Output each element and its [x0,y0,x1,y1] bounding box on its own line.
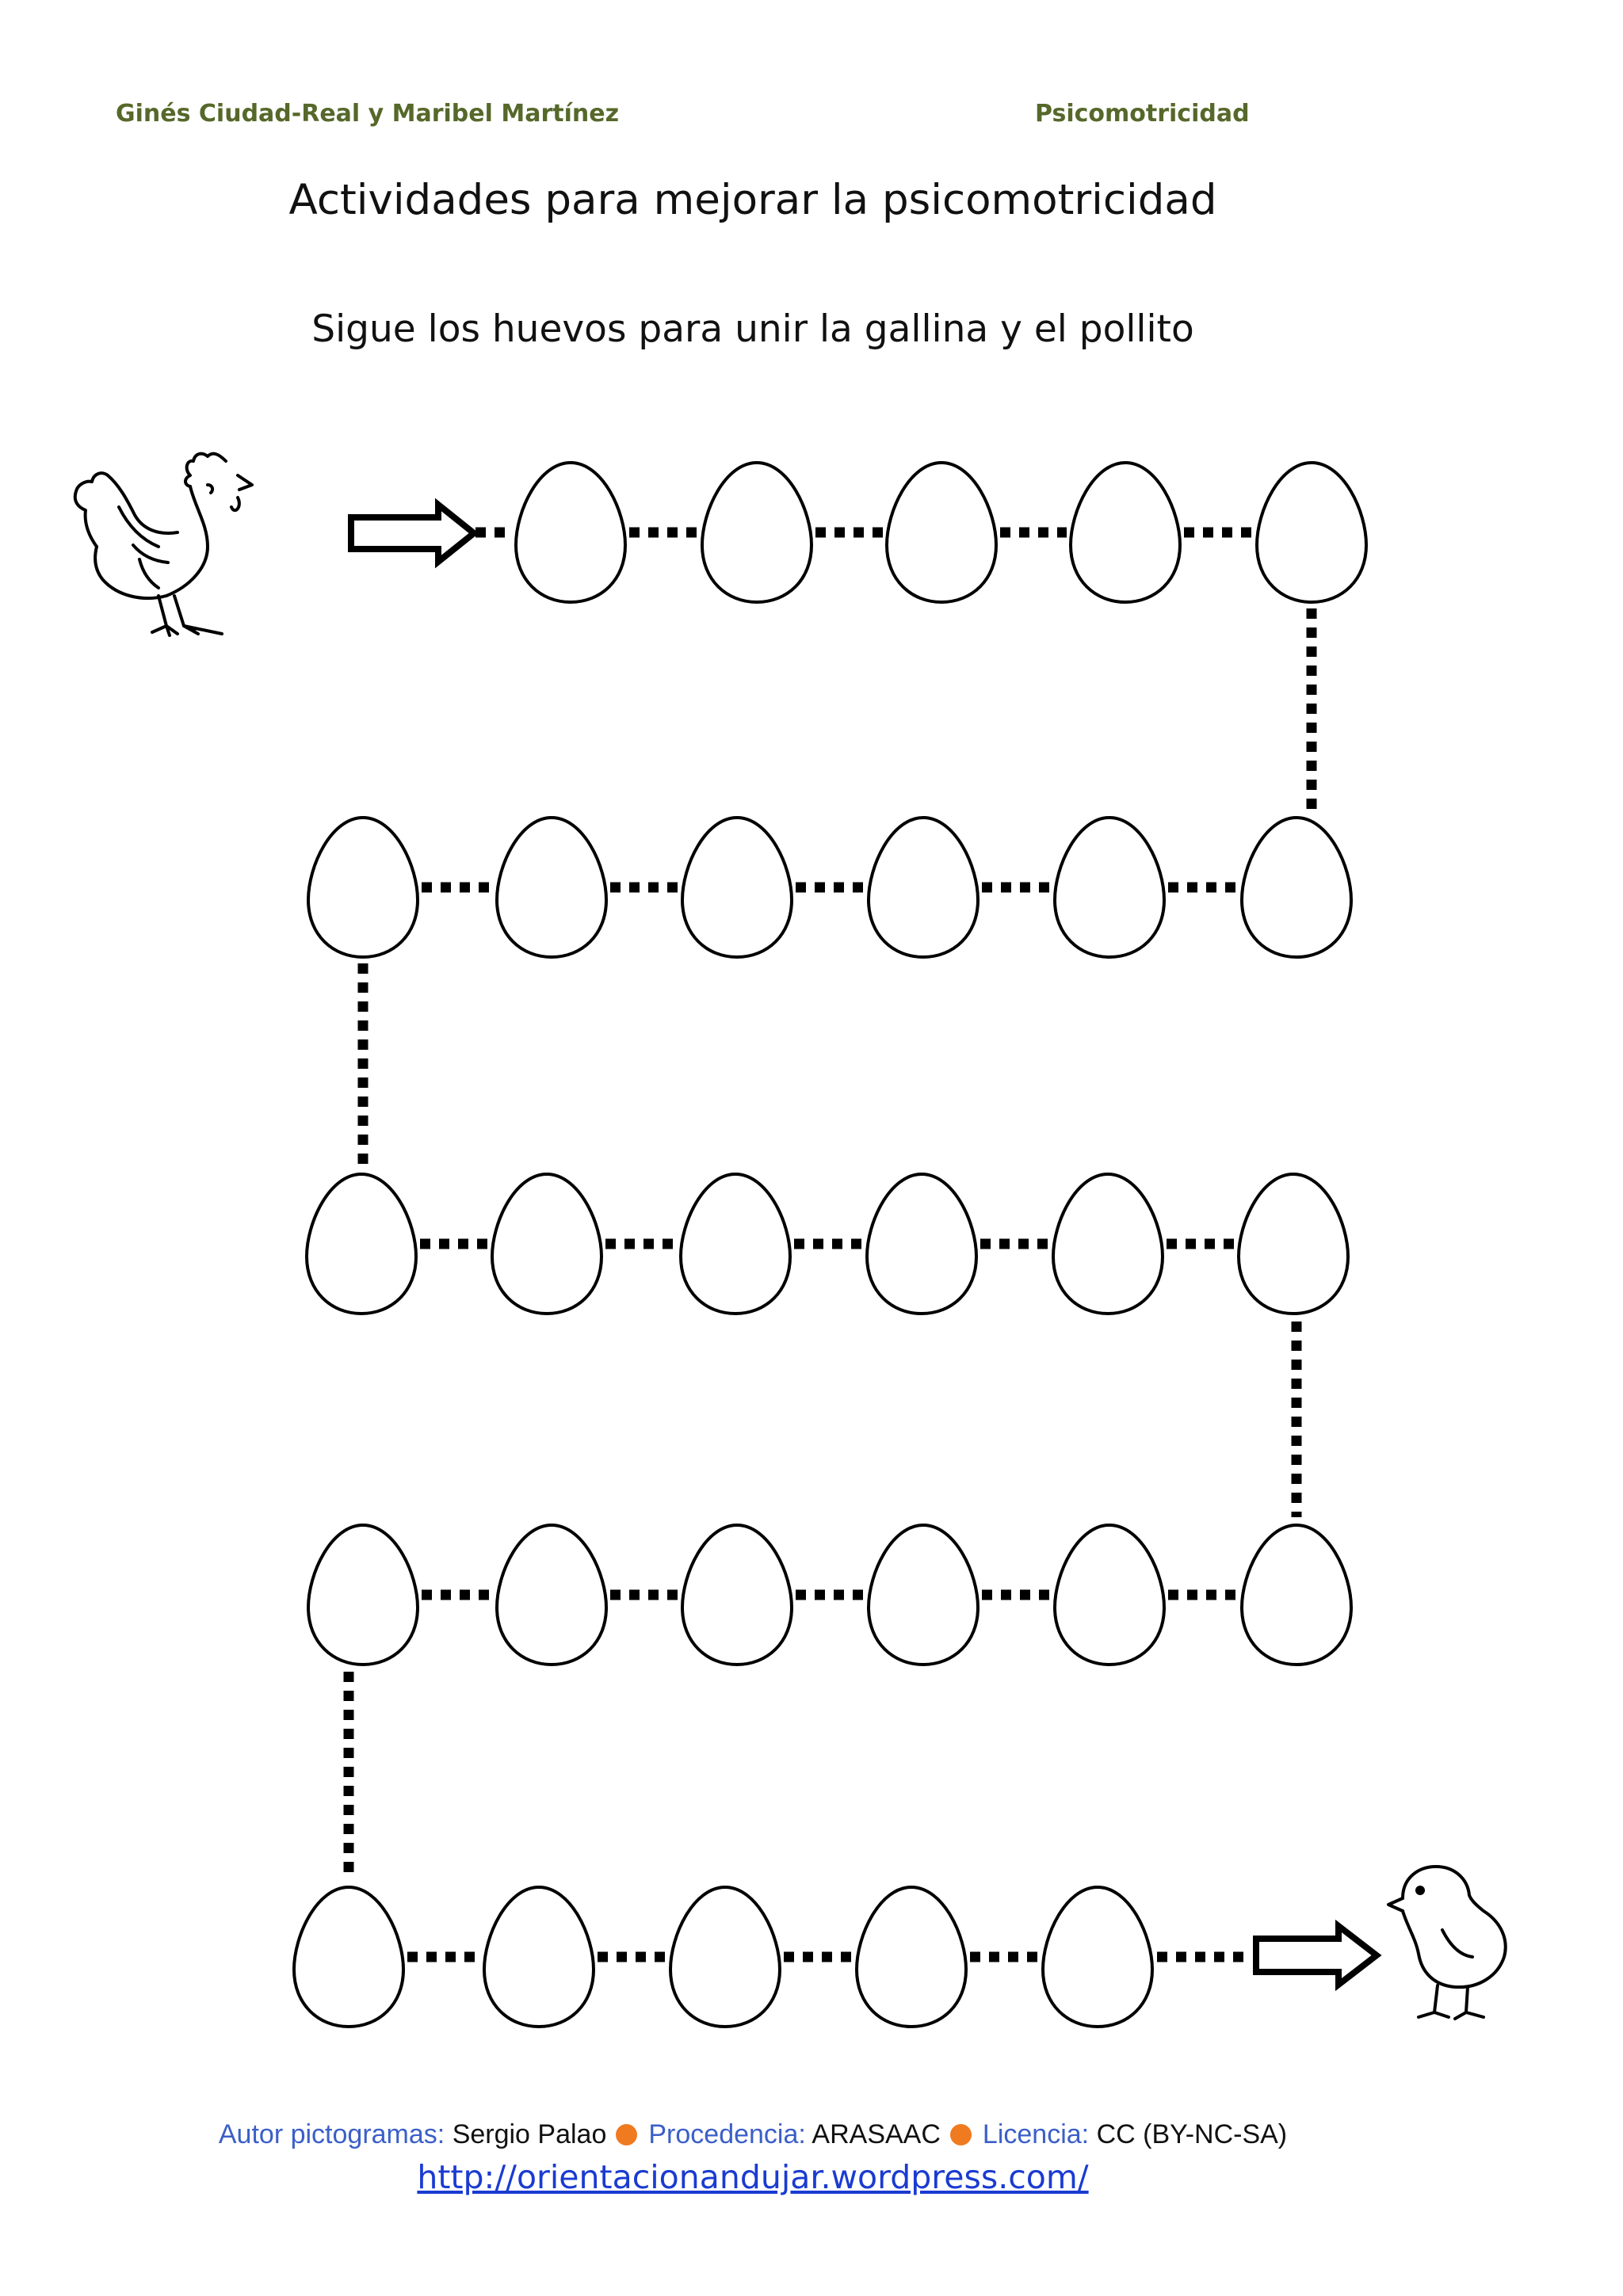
egg-icon [1237,1173,1350,1315]
credits-line: Autor pictogramas: Sergio Palao Procedenc… [0,2119,1506,2150]
bullet-icon [616,2124,638,2145]
credit-source-label: Procedencia: [648,2119,806,2149]
egg-icon [307,816,419,959]
credit-author-label: Autor pictogramas: [218,2119,445,2149]
egg-icon [855,1886,968,2028]
egg-icon [292,1886,405,2028]
site-url-link[interactable]: http://orientacionandujar.wordpress.com/ [417,2158,1089,2196]
page-title: Actividades para mejorar la psicomotrici… [288,176,1217,224]
egg-icon [669,1886,781,2028]
egg-icon [495,1524,608,1666]
egg-icon [1255,461,1368,604]
egg-icon [1240,1524,1353,1666]
credit-author-value: Sergio Palao [452,2119,607,2149]
egg-icon [483,1886,595,2028]
credit-license-value: CC (BY-NC-SA) [1096,2119,1288,2149]
egg-icon [1053,1524,1166,1666]
egg-icon [867,1524,980,1666]
bullet-icon [949,2124,972,2145]
egg-icon [1053,816,1166,959]
instruction-text: Sigue los huevos para unir la gallina y … [311,307,1194,351]
egg-icon [495,816,608,959]
egg-icon [867,816,980,959]
egg-icon [305,1173,418,1315]
egg-icon [865,1173,978,1315]
header-authors: Ginés Ciudad-Real y Maribel Martínez [116,100,620,128]
egg-icon [514,461,627,604]
egg-icon [491,1173,603,1315]
credit-license-label: Licencia: [982,2119,1090,2149]
egg-icon [681,1524,793,1666]
egg-icon [1069,461,1182,604]
start-arrow-icon [348,498,479,569]
chick-icon [1387,1865,1507,2020]
header-category: Psicomotricidad [1035,100,1250,128]
hen-icon [73,452,254,637]
egg-icon [307,1524,419,1666]
egg-icon [1052,1173,1164,1315]
egg-icon [1041,1886,1154,2028]
egg-icon [681,816,793,959]
egg-icon [1240,816,1353,959]
egg-icon [701,461,813,604]
credit-source-value: ARASAAC [812,2119,941,2149]
egg-icon [679,1173,792,1315]
dotted-trace-lines [343,527,1317,1962]
end-arrow-icon [1253,1919,1382,1992]
egg-icon [885,461,998,604]
